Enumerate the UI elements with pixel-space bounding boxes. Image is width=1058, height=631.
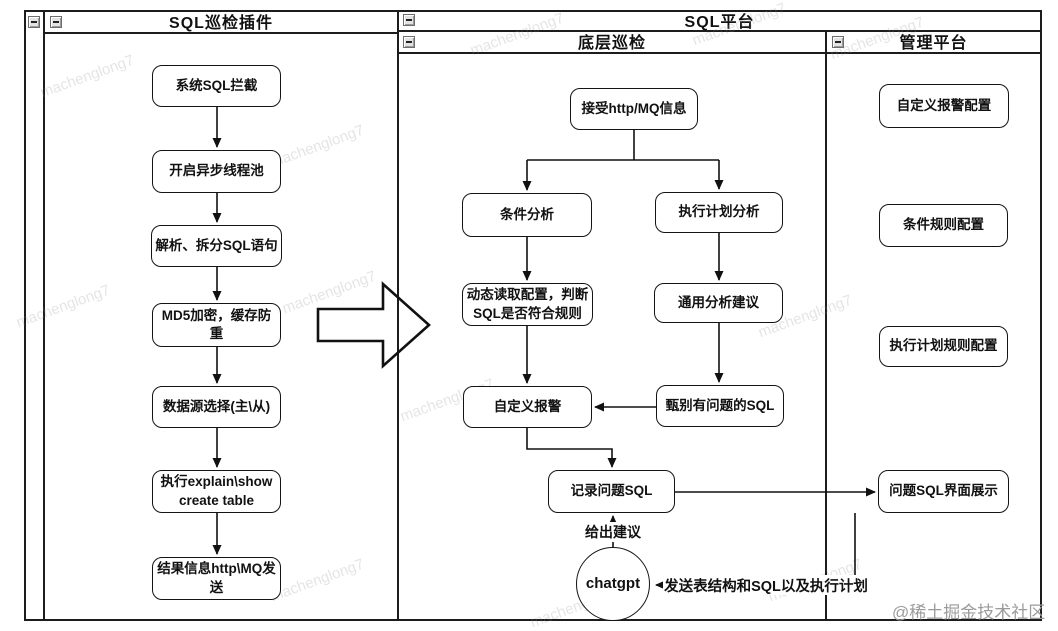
node-screen-problem-sql: 甄别有问题的SQL xyxy=(656,385,784,427)
node-condition-rule-config: 条件规则配置 xyxy=(879,204,1008,247)
collapse-icon[interactable] xyxy=(50,16,62,28)
node-chatgpt: chatgpt xyxy=(576,547,650,621)
collapse-icon[interactable] xyxy=(28,16,40,28)
node-execute-explain: 执行explain\show create table xyxy=(152,470,281,513)
node-problem-sql-display: 问题SQL界面展示 xyxy=(878,470,1009,513)
lane-management-platform-title: 管理平台 xyxy=(825,30,1042,54)
node-md5-cache-dedup: MD5加密，缓存防重 xyxy=(152,303,281,347)
lane-title-text: 底层巡检 xyxy=(577,35,646,52)
edge-label-send-structure: 发送表结构和SQL以及执行计划 xyxy=(663,575,869,595)
node-receive-http-mq: 接受http/MQ信息 xyxy=(570,88,698,130)
node-plan-rule-config: 执行计划规则配置 xyxy=(879,326,1008,367)
node-general-suggestion: 通用分析建议 xyxy=(654,283,783,323)
node-datasource-select: 数据源选择(主\从) xyxy=(152,386,281,428)
node-plan-analysis: 执行计划分析 xyxy=(655,192,783,233)
node-condition-analysis: 条件分析 xyxy=(462,193,592,237)
node-parse-split-sql: 解析、拆分SQL语句 xyxy=(151,225,282,267)
lane-sql-plugin-title: SQL巡检插件 xyxy=(43,10,399,34)
node-system-sql-intercept: 系统SQL拦截 xyxy=(152,65,281,107)
node-record-problem-sql: 记录问题SQL xyxy=(548,470,675,513)
node-result-http-mq-send: 结果信息http\MQ发送 xyxy=(152,557,281,600)
outer-pool-strip xyxy=(24,10,45,621)
credit-watermark: @稀土掘金技术社区 xyxy=(892,603,1046,622)
lane-base-inspection-title: 底层巡检 xyxy=(397,30,827,54)
node-custom-alarm: 自定义报警 xyxy=(463,386,592,428)
pool-title-text: SQL平台 xyxy=(684,14,755,31)
collapse-icon[interactable] xyxy=(403,36,415,48)
node-dynamic-config-check: 动态读取配置，判断SQL是否符合规则 xyxy=(462,283,593,326)
collapse-icon[interactable] xyxy=(403,14,415,26)
lane-title-text: SQL巡检插件 xyxy=(169,15,273,32)
node-custom-alarm-config: 自定义报警配置 xyxy=(879,84,1009,128)
edge-label-give-suggestion: 给出建议 xyxy=(583,522,643,542)
node-async-thread-pool: 开启异步线程池 xyxy=(152,150,281,193)
lane-management-platform xyxy=(825,30,1042,621)
lane-title-text: 管理平台 xyxy=(899,35,968,52)
collapse-icon[interactable] xyxy=(832,36,844,48)
